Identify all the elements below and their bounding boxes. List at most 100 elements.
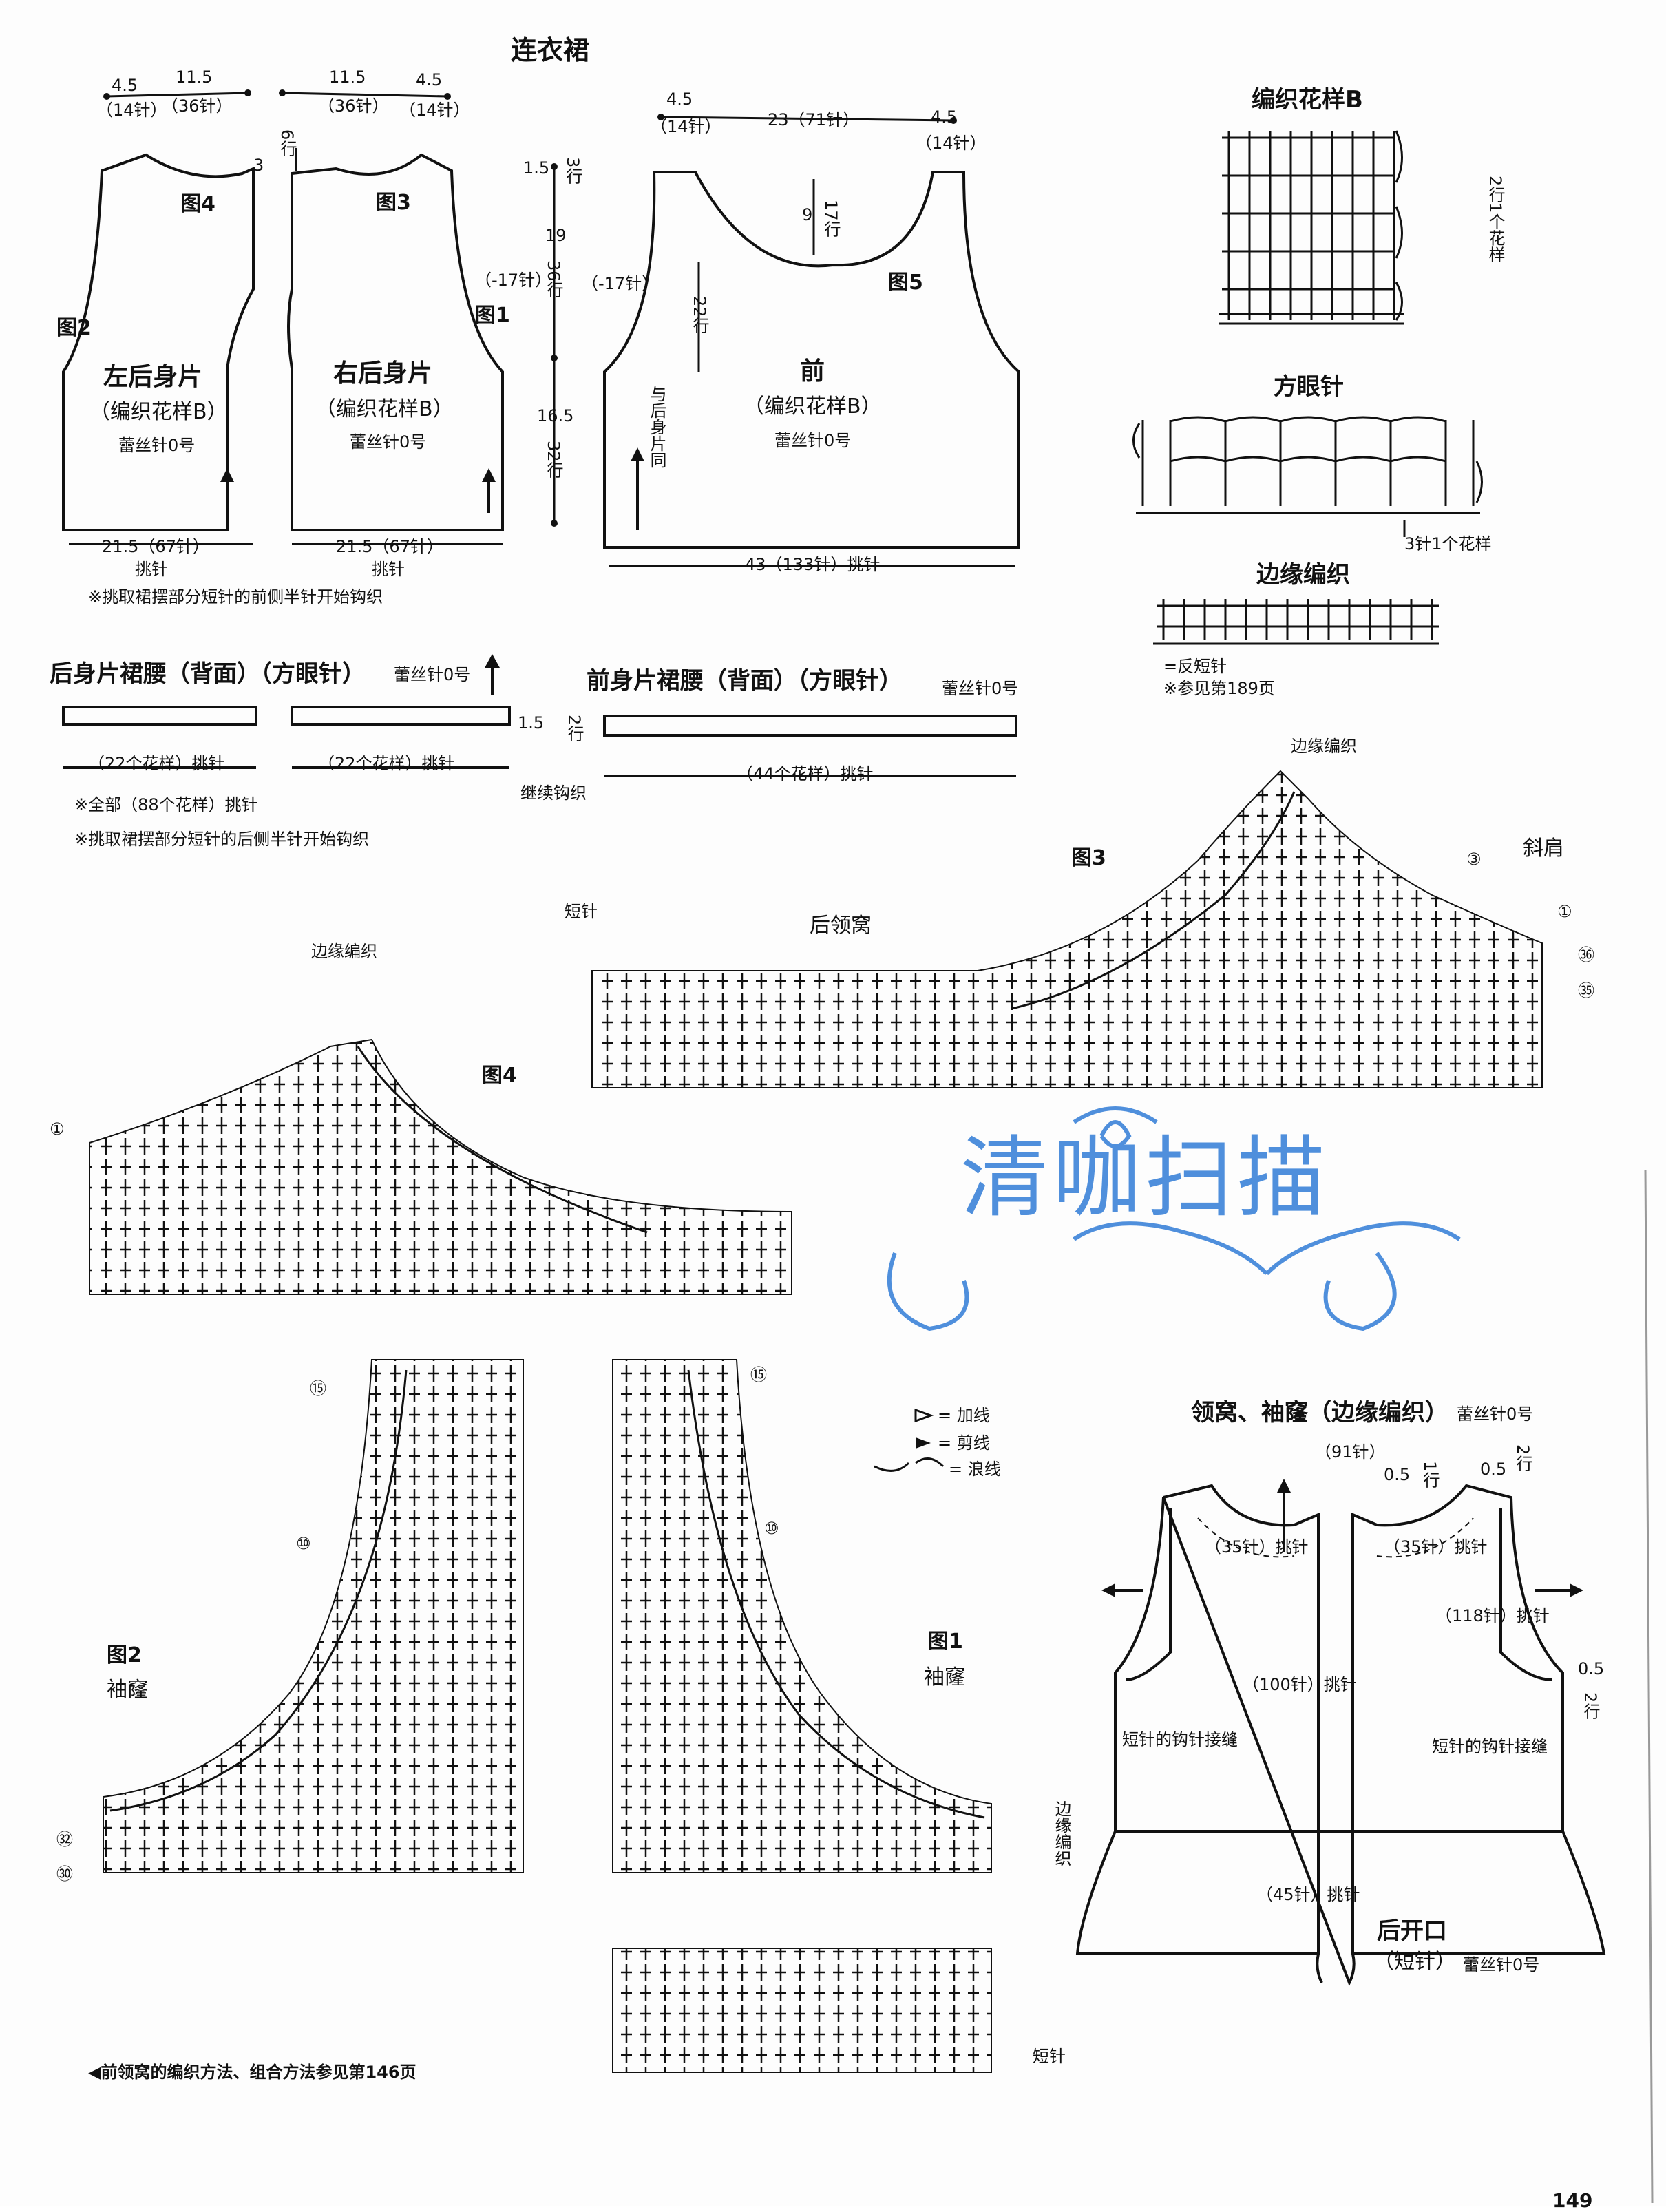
edging-r2a: 2行 bbox=[1513, 1444, 1532, 1472]
row-mark-3: ③ bbox=[1466, 850, 1482, 869]
dim-f-shoulder-l: 4.5 bbox=[666, 89, 693, 109]
dim-neck-drop: 3 bbox=[253, 156, 264, 175]
fig2-label: 图2 bbox=[56, 316, 92, 340]
row-mark-36: ㊱ bbox=[1578, 945, 1594, 965]
page-title: 连衣裙 bbox=[511, 35, 590, 65]
short-stitch-label: 短针 bbox=[565, 902, 598, 921]
fig1-edge-label: 边缘编织 bbox=[1052, 1800, 1071, 1866]
row-mark-1: ① bbox=[1557, 902, 1572, 921]
row-mark-1b: ① bbox=[50, 1119, 65, 1139]
legend-edge-ref: ※参见第189页 bbox=[1163, 679, 1275, 698]
watermark-text: 清咖扫描 bbox=[960, 1127, 1330, 1230]
front-side-note: 与后身片同 bbox=[647, 386, 666, 468]
row-mark-10: ⑩ bbox=[296, 1534, 311, 1553]
front-width: 43（133针）挑针 bbox=[745, 555, 881, 574]
dim-h1-rows: 3行 bbox=[563, 157, 582, 185]
fig4-edge-label: 边缘编织 bbox=[311, 942, 377, 961]
back-count-b: （22个花样）挑针 bbox=[318, 754, 455, 773]
fig3-chart-label: 图3 bbox=[1071, 846, 1106, 870]
row-mark-30: ㉚ bbox=[56, 1864, 73, 1884]
legend-patternB-title: 编织花样B bbox=[1252, 86, 1363, 114]
left-back-name: 左后身片 bbox=[103, 363, 203, 391]
fig3-chart bbox=[591, 770, 1543, 1088]
page-number: 149 bbox=[1552, 2189, 1593, 2212]
fig1-chart-label: 图1 bbox=[928, 1630, 963, 1654]
fig1-sub-label: 袖窿 bbox=[924, 1665, 965, 1689]
front-skirt-title: 前身片裙腰（背面）（方眼针） bbox=[587, 667, 903, 695]
right-back-pick: 挑针 bbox=[372, 560, 405, 579]
fig4-chart-label: 图4 bbox=[482, 1064, 517, 1088]
right-back-width: 21.5（67针） bbox=[336, 537, 443, 556]
skirt-continue: 继续钩织 bbox=[520, 783, 587, 803]
patternB-chart bbox=[1219, 130, 1404, 325]
symbol-add: = 加线 bbox=[938, 1406, 990, 1425]
row-mark-15b: ⑮ bbox=[750, 1365, 767, 1384]
edging-back-open-st: （45针）挑针 bbox=[1256, 1885, 1360, 1904]
dim-f-neck: 23（71针） bbox=[768, 110, 860, 129]
edging-right-neck: （35针）挑针 bbox=[1384, 1537, 1488, 1557]
edging-hook: 蕾丝针0号 bbox=[1457, 1404, 1534, 1424]
note1: ※挑取裙摆部分短针的前侧半针开始钩织 bbox=[88, 587, 383, 607]
fig1-label: 图1 bbox=[475, 304, 510, 328]
front-band bbox=[603, 715, 1017, 737]
left-back-width: 21.5（67针） bbox=[102, 537, 209, 556]
dim-lb-neck: 11.5 bbox=[176, 67, 213, 87]
footnote: ◀前领窝的编织方法、组合方法参见第146页 bbox=[88, 2063, 416, 2082]
row-mark-32: ㉜ bbox=[56, 1830, 73, 1849]
edging-back-opening-st: （短针） bbox=[1373, 1950, 1456, 1974]
edging-left-neck: （35针）挑针 bbox=[1205, 1537, 1309, 1557]
legend-edge-symbol: =反短针 bbox=[1163, 657, 1227, 676]
fig1-short-stitch: 短针 bbox=[1033, 2047, 1066, 2066]
edging-join-left: 短针的钩针接缝 bbox=[1122, 1730, 1238, 1749]
dim-f-shoulder-l-st: （14针） bbox=[651, 117, 721, 136]
back-count-a: （22个花样）挑针 bbox=[88, 754, 225, 773]
left-back-pick: 挑针 bbox=[135, 560, 168, 579]
dim-rb-neck: 11.5 bbox=[329, 67, 366, 87]
dim-h1: 1.5 bbox=[523, 158, 550, 178]
edging-placket: （100针）挑针 bbox=[1243, 1675, 1357, 1694]
legend-grid-repeat: 3针1个花样 bbox=[1404, 534, 1492, 554]
edging-armhole: （118针）挑针 bbox=[1435, 1606, 1550, 1625]
dim-lb-shoulder-st: （14针） bbox=[96, 101, 167, 120]
symbol-wave: = 浪线 bbox=[949, 1460, 1001, 1479]
edging-r2b: 2行 bbox=[1581, 1692, 1600, 1720]
edging-neck-total: （91针） bbox=[1315, 1442, 1386, 1462]
dim-f-arm-rows: 22行 bbox=[690, 296, 709, 334]
dim-dec-left: （-17针） bbox=[475, 271, 552, 290]
front-name: 前 bbox=[800, 357, 825, 386]
front-skirt-hook: 蕾丝针0号 bbox=[942, 679, 1019, 698]
edging-title: 领窝、袖窿（边缘编织） bbox=[1191, 1399, 1448, 1426]
right-back-hook: 蕾丝针0号 bbox=[350, 432, 427, 452]
dim-rb-neck-st: （36针） bbox=[318, 96, 389, 116]
front-pattern: （编织花样B） bbox=[744, 394, 882, 419]
dim-h2: 19 bbox=[545, 226, 567, 245]
edge-chart bbox=[1153, 599, 1439, 645]
row-mark-35: ㉟ bbox=[1578, 981, 1594, 1000]
fig2-sub-label: 袖窿 bbox=[107, 1678, 148, 1702]
watermark-flourish bbox=[887, 1106, 1461, 1331]
right-back-outline bbox=[287, 153, 504, 531]
dim-f-shoulder-r-st: （14针） bbox=[916, 134, 987, 153]
edging-back-opening: 后开口 bbox=[1377, 1917, 1447, 1945]
symbol-cut: = 剪线 bbox=[938, 1433, 990, 1453]
fig4-chart bbox=[89, 1038, 792, 1295]
left-back-pattern: （编织花样B） bbox=[89, 400, 228, 424]
edging-join-right: 短针的钩针接缝 bbox=[1432, 1737, 1548, 1756]
legend-patternB-rows: 2行1个花样 bbox=[1486, 176, 1505, 263]
skirt-h: 1.5 bbox=[518, 713, 545, 733]
edging-r1: 1行 bbox=[1420, 1461, 1440, 1488]
edging-w05b: 0.5 bbox=[1480, 1460, 1507, 1479]
dim-lb-neck-st: （36针） bbox=[162, 96, 233, 116]
fig3-edge-label: 边缘编织 bbox=[1291, 737, 1357, 756]
front-count: （44个花样）挑针 bbox=[737, 764, 874, 783]
back-band-right bbox=[291, 706, 511, 726]
skirt-total: ※全部（88个花样）挑针 bbox=[74, 795, 258, 814]
left-back-outline bbox=[62, 153, 255, 531]
edging-w05a: 0.5 bbox=[1384, 1465, 1411, 1484]
edging-back-opening-hook: 蕾丝针0号 bbox=[1463, 1955, 1540, 1974]
dim-f-neck-depth: 9 bbox=[802, 205, 813, 224]
back-band-left bbox=[62, 706, 257, 726]
back-skirt-hook: 蕾丝针0号 bbox=[394, 665, 471, 684]
